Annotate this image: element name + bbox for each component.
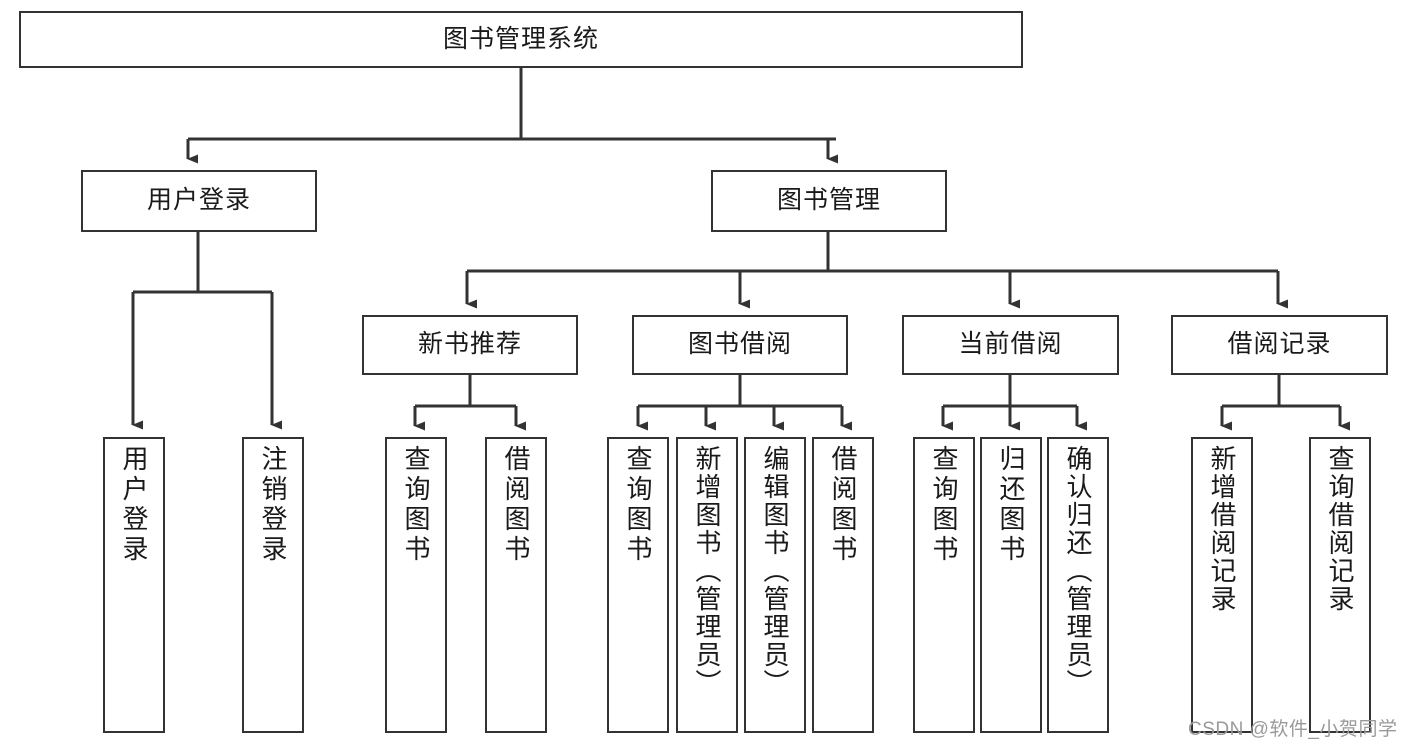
- leaf-borrow-book-2[interactable]: 借阅图书: [812, 437, 874, 733]
- leaf-query-book-2-label: 查询图书: [623, 445, 653, 565]
- leaf-query-record[interactable]: 查询借阅记录: [1309, 437, 1371, 733]
- leaf-add-record-label: 新增借阅记录: [1207, 445, 1237, 613]
- node-book-management-label: 图书管理: [776, 186, 881, 215]
- leaf-query-book-1[interactable]: 查询图书: [385, 437, 447, 733]
- leaf-confirm-return-label: 确认归还（管理员）: [1063, 445, 1093, 697]
- node-root-label: 图书管理系统: [442, 24, 599, 53]
- leaf-edit-book-label: 编辑图书（管理员）: [760, 445, 790, 697]
- node-root[interactable]: 图书管理系统: [19, 11, 1023, 68]
- csdn-watermark: CSDN @软件_小贺同学: [1188, 719, 1398, 740]
- leaf-logout-label: 注销登录: [258, 445, 288, 565]
- node-new-book-recommend-label: 新书推荐: [417, 330, 522, 359]
- leaf-query-book-1-label: 查询图书: [401, 445, 431, 565]
- leaf-borrow-book-2-label: 借阅图书: [828, 445, 858, 565]
- leaf-borrow-book-1[interactable]: 借阅图书: [485, 437, 547, 733]
- node-current-borrow[interactable]: 当前借阅: [902, 315, 1119, 375]
- leaf-query-book-3-label: 查询图书: [929, 445, 959, 565]
- node-book-borrow[interactable]: 图书借阅: [632, 315, 848, 375]
- leaf-add-book-label: 新增图书（管理员）: [692, 445, 722, 697]
- leaf-return-book-label: 归还图书: [996, 445, 1026, 565]
- leaf-edit-book[interactable]: 编辑图书（管理员）: [744, 437, 806, 733]
- node-current-borrow-label: 当前借阅: [958, 330, 1063, 359]
- node-book-borrow-label: 图书借阅: [687, 330, 792, 359]
- node-borrow-record[interactable]: 借阅记录: [1171, 315, 1388, 375]
- node-user-login[interactable]: 用户登录: [81, 170, 317, 232]
- leaf-confirm-return[interactable]: 确认归还（管理员）: [1047, 437, 1109, 733]
- leaf-add-record[interactable]: 新增借阅记录: [1191, 437, 1253, 733]
- node-book-management[interactable]: 图书管理: [711, 170, 947, 232]
- leaf-query-book-2[interactable]: 查询图书: [607, 437, 669, 733]
- node-borrow-record-label: 借阅记录: [1227, 330, 1332, 359]
- node-user-login-label: 用户登录: [146, 186, 251, 215]
- leaf-add-book[interactable]: 新增图书（管理员）: [676, 437, 738, 733]
- node-new-book-recommend[interactable]: 新书推荐: [362, 315, 578, 375]
- leaf-return-book[interactable]: 归还图书: [980, 437, 1042, 733]
- leaf-user-login-label: 用户登录: [119, 445, 149, 565]
- leaf-borrow-book-1-label: 借阅图书: [501, 445, 531, 565]
- leaf-user-login[interactable]: 用户登录: [103, 437, 165, 733]
- leaf-logout[interactable]: 注销登录: [242, 437, 304, 733]
- leaf-query-record-label: 查询借阅记录: [1325, 445, 1355, 613]
- leaf-query-book-3[interactable]: 查询图书: [913, 437, 975, 733]
